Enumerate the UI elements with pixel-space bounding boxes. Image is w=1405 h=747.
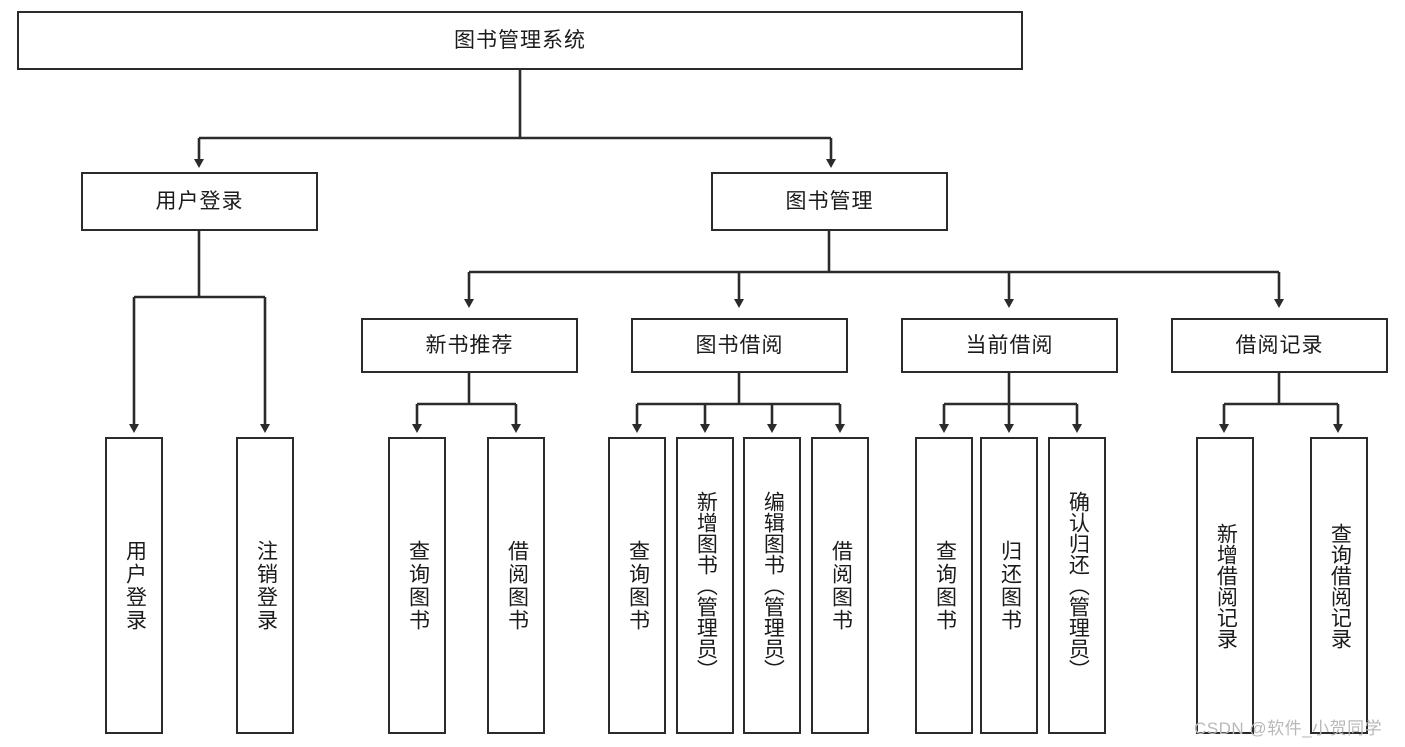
leaf-query-books-recommend[interactable]: 查询图书: [388, 437, 446, 734]
leaf-borrow-books-borrow[interactable]: 借阅图书: [811, 437, 869, 734]
node-borrow-records[interactable]: 借阅记录: [1171, 318, 1388, 373]
node-book-borrow[interactable]: 图书借阅: [631, 318, 848, 373]
leaf-add-book-admin[interactable]: 新增图书（管理员）: [676, 437, 734, 734]
leaf-confirm-return-admin[interactable]: 确认归还（管理员）: [1048, 437, 1106, 734]
leaf-borrow-books-recommend[interactable]: 借阅图书: [487, 437, 545, 734]
leaf-edit-book-admin[interactable]: 编辑图书（管理员）: [743, 437, 801, 734]
node-book-management[interactable]: 图书管理: [711, 172, 948, 231]
leaf-user-login[interactable]: 用户登录: [105, 437, 163, 734]
leaf-logout[interactable]: 注销登录: [236, 437, 294, 734]
leaf-query-books-current[interactable]: 查询图书: [915, 437, 973, 734]
node-current-borrow[interactable]: 当前借阅: [901, 318, 1118, 373]
leaf-query-borrow-record[interactable]: 查询借阅记录: [1310, 437, 1368, 734]
leaf-return-books[interactable]: 归还图书: [980, 437, 1038, 734]
node-new-book-recommend[interactable]: 新书推荐: [361, 318, 578, 373]
csdn-watermark: CSDN @软件_小贺同学: [1194, 719, 1383, 738]
leaf-add-borrow-record[interactable]: 新增借阅记录: [1196, 437, 1254, 734]
node-user-login[interactable]: 用户登录: [81, 172, 318, 231]
node-root[interactable]: 图书管理系统: [17, 11, 1023, 70]
leaf-query-books-borrow[interactable]: 查询图书: [608, 437, 666, 734]
